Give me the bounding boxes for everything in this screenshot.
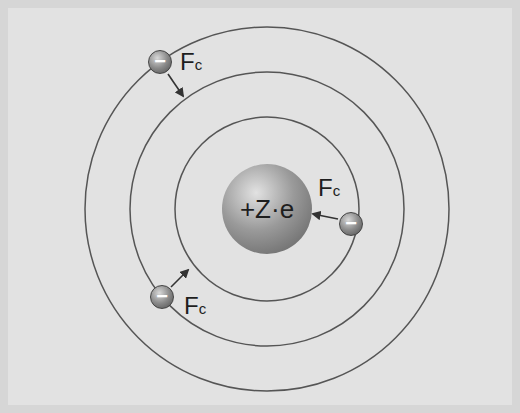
electron-circle: −	[150, 285, 174, 309]
panel-ground	[8, 8, 512, 405]
orbit	[175, 117, 359, 301]
charge-label: +Z·e	[240, 194, 294, 225]
charge-sign: −	[345, 213, 357, 233]
force-arrow	[171, 270, 188, 287]
force-label: Fc	[180, 48, 202, 76]
charge-sign: −	[156, 286, 168, 306]
force-arrow	[313, 214, 338, 219]
force-arrow	[168, 74, 183, 96]
nucleus-circle: +Z·e	[222, 164, 312, 254]
charge-sign: −	[154, 51, 166, 71]
force-label: Fc	[184, 292, 206, 320]
force-label: Fc	[318, 174, 340, 202]
electron-circle: −	[148, 50, 172, 74]
orbit	[85, 27, 449, 391]
electron-circle: −	[339, 212, 363, 236]
orbit	[130, 72, 404, 346]
